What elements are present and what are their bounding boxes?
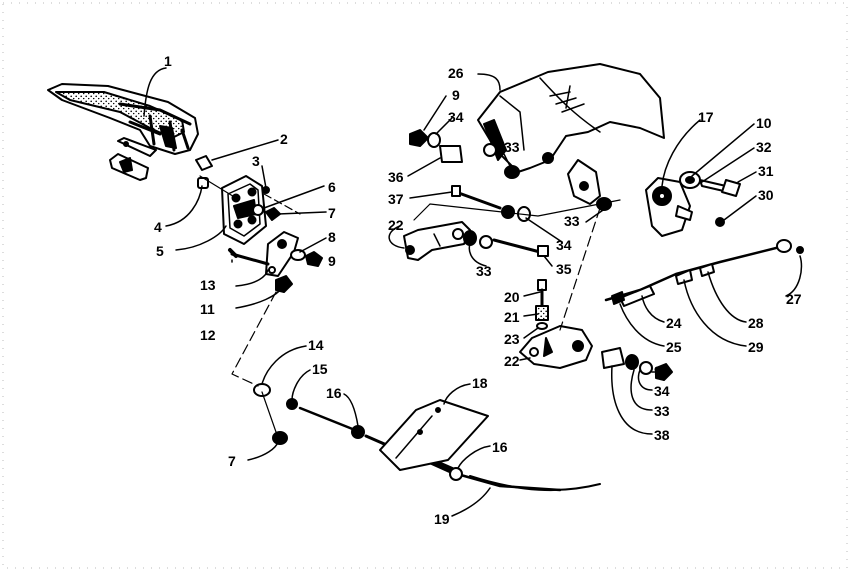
callout-label: 1 <box>164 53 172 69</box>
callout-label: 24 <box>666 315 682 331</box>
callout-label: 33 <box>654 403 670 419</box>
callout-label: 33 <box>476 263 492 279</box>
callout-label: 11 <box>200 301 215 317</box>
throttle-lever-small-parts <box>109 137 157 181</box>
callout-label: 30 <box>758 187 774 203</box>
callout-label: 35 <box>556 261 572 277</box>
callout-label: 27 <box>786 291 802 307</box>
right-cable-parts-24-29 <box>604 239 804 307</box>
callout-label: 34 <box>654 383 670 399</box>
cover-shroud-part-26 <box>477 63 665 205</box>
housing-part-17 <box>645 177 693 237</box>
callout-label: 6 <box>328 179 336 195</box>
callout-label: 12 <box>200 327 216 343</box>
callout-label: 9 <box>654 363 662 379</box>
callout-label: 23 <box>504 331 520 347</box>
callout-label: 21 <box>504 309 520 325</box>
bushings-and-bolts-upper <box>409 129 612 257</box>
callout-label: 20 <box>504 289 520 305</box>
callout-label: 34 <box>556 237 572 253</box>
small-fasteners <box>195 155 323 293</box>
callout-label: 13 <box>200 277 216 293</box>
callout-label: 15 <box>312 361 328 377</box>
washer-bolt-parts-10-32-31-30 <box>679 171 741 227</box>
callout-label: 7 <box>328 205 336 221</box>
callout-label: 7 <box>228 453 236 469</box>
callout-label: 32 <box>756 139 772 155</box>
callout-label: 16 <box>492 439 508 455</box>
lower-lever-part-22 <box>519 325 593 369</box>
assembly-line <box>263 193 301 215</box>
callout-label: 17 <box>698 109 714 125</box>
callout-label: 18 <box>472 375 488 391</box>
callout-label: 4 <box>154 219 162 235</box>
lower-bushing-parts-38-33-34-9 <box>601 347 673 381</box>
callout-label: 22 <box>388 217 404 233</box>
lower-bolt-parts-20-21-23 <box>535 279 549 330</box>
page-border <box>2 2 848 569</box>
callout-label: 33 <box>564 213 580 229</box>
callout-label: 37 <box>388 191 404 207</box>
callout-label: 8 <box>328 229 336 245</box>
callout-label: 10 <box>756 115 772 131</box>
assembly-line <box>231 291 277 387</box>
callout-label: 31 <box>758 163 774 179</box>
callout-label: 22 <box>504 353 520 369</box>
assembly-line <box>559 207 601 331</box>
assembly-line <box>261 391 277 433</box>
callout-label: 26 <box>448 65 464 81</box>
assembly-line <box>199 175 237 199</box>
callout-labels: 1 2 3 4 5 6 7 8 9 13 11 12 26 9 34 33 36… <box>154 53 802 527</box>
callout-label: 36 <box>388 169 404 185</box>
callout-label: 34 <box>448 109 464 125</box>
assembly-line <box>413 199 621 221</box>
callout-label: 14 <box>308 337 324 353</box>
throttle-housing-part-1 <box>47 83 199 155</box>
callout-label: 16 <box>326 385 342 401</box>
callout-label: 28 <box>748 315 764 331</box>
upper-bracket-part-22 <box>403 221 471 261</box>
callout-label: 25 <box>666 339 682 355</box>
callout-label: 38 <box>654 427 670 443</box>
callout-leaders <box>143 67 803 517</box>
callout-label: 5 <box>156 243 164 259</box>
cable-bracket-part-18 <box>379 399 489 471</box>
callout-label: 19 <box>434 511 450 527</box>
callout-label: 29 <box>748 339 764 355</box>
callout-label: 33 <box>504 139 520 155</box>
callout-label: 9 <box>452 87 460 103</box>
callout-label: 9 <box>328 253 336 269</box>
callout-label: 3 <box>252 153 260 169</box>
callout-label: 2 <box>280 131 288 147</box>
